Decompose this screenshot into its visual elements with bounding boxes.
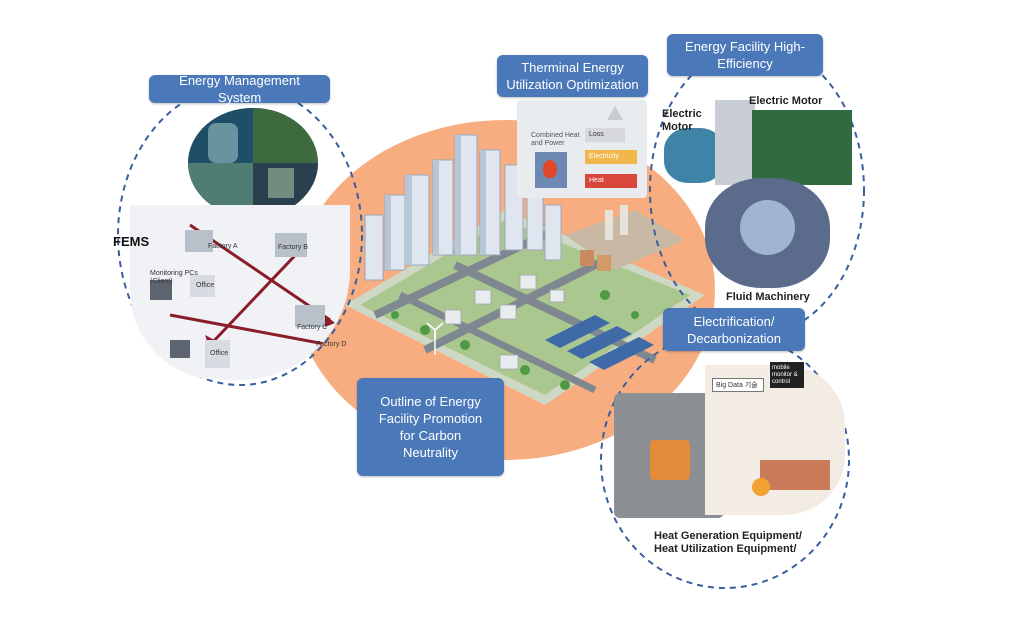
ems-title-box: Energy Management System — [149, 73, 330, 105]
office-label-1: Office — [196, 282, 215, 289]
flame-icon — [543, 160, 557, 178]
electrification-title-box: Electrification/ Decarbonization — [663, 308, 805, 351]
ems-network-panel — [130, 205, 350, 380]
furnace-fire — [650, 440, 690, 480]
circuit-board-photo — [752, 110, 852, 185]
loss-label: Loss — [589, 131, 604, 138]
office-label-2: Office — [210, 350, 229, 357]
heat-label: Heat — [589, 177, 604, 184]
chp-label: Combined Heat and Power — [531, 132, 580, 147]
heat-arrow — [585, 174, 637, 188]
electric-motor-label-2: Electric Motor — [749, 95, 823, 107]
motor-photo-2 — [715, 100, 755, 185]
factory-c-label: Factory C — [297, 324, 328, 331]
pump-highlight — [740, 200, 795, 255]
factory-a-label: Factory A — [208, 243, 238, 250]
monitoring-label: Monitoring PCs (Client) — [150, 270, 198, 285]
network-lines — [150, 223, 335, 368]
outline-title-box: Outline of Energy Facility Promotion for… — [357, 378, 504, 476]
factory-b-label: Factory B — [278, 244, 308, 251]
loss-arrow — [585, 128, 625, 142]
heat-caption-line2: Heat Utilization Equipment/ — [654, 543, 797, 555]
heat-dashed-circle — [600, 331, 850, 589]
factory-d-label: Factory D — [316, 341, 347, 348]
thermal-title-box: Therminal Energy Utilization Optimizatio… — [497, 55, 648, 97]
smart-city-illustration — [345, 134, 705, 405]
mobile-box — [770, 362, 804, 388]
big-data-label: Big Data 기술 — [716, 382, 758, 389]
big-data-box — [712, 378, 764, 392]
ems-photo-collage — [188, 108, 318, 218]
thermal-panel: Combined Heat and Power Loss Electricity… — [517, 100, 647, 198]
loss-up-arrow — [607, 106, 623, 120]
mobile-label: mobile monitor & control — [772, 365, 798, 385]
electricity-label: Electricity — [589, 153, 619, 160]
heat-conveyor — [760, 460, 830, 490]
electric-motor-label-1: Electric Motor — [662, 108, 702, 133]
motor-photo-1 — [664, 128, 724, 183]
fluid-machinery-label: Fluid Machinery — [726, 291, 810, 303]
heat-burner — [752, 478, 770, 496]
electricity-arrow — [585, 150, 637, 164]
facility-title-box: Energy Facility High-Efficiency — [667, 34, 823, 76]
fems-label: FEMS — [113, 234, 150, 249]
heat-caption-line1: Heat Generation Equipment/ — [654, 530, 802, 542]
